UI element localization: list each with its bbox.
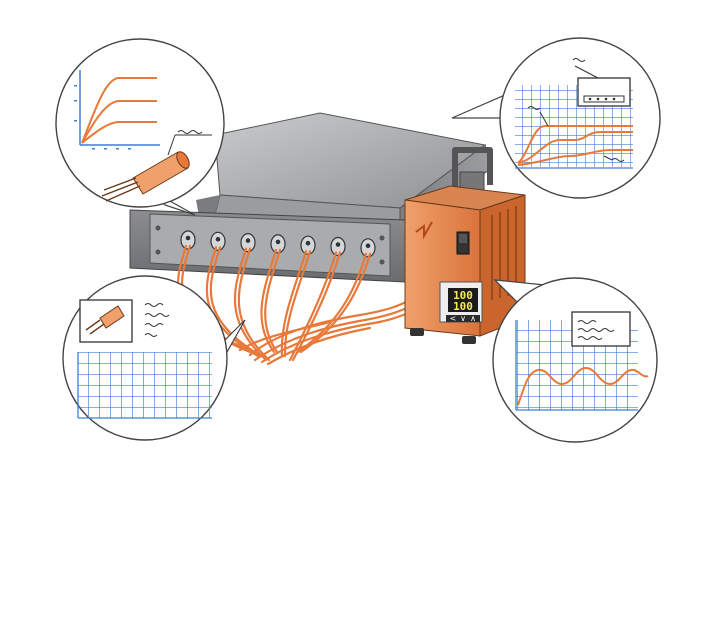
- callout-top-left: [55, 38, 225, 216]
- heating-cable: [237, 247, 271, 362]
- heating-cable: [288, 251, 338, 362]
- display-top-value: 100: [453, 289, 473, 302]
- warmup-chart: [74, 70, 160, 150]
- callout-bottom-right: [492, 277, 658, 443]
- heating-cable: [233, 247, 268, 362]
- callout-bottom-left: [62, 275, 246, 441]
- outlet-screw: [335, 242, 341, 247]
- button-up-glyph[interactable]: ∧: [470, 314, 476, 323]
- callout-top-right: [451, 37, 661, 199]
- heating-cable-sketch: [101, 130, 212, 202]
- heating-cable: [296, 252, 368, 354]
- outlet-screw: [245, 238, 251, 243]
- button-down-glyph[interactable]: ∨: [460, 314, 466, 323]
- heating-cable: [260, 248, 278, 354]
- outlet-screw: [215, 237, 221, 242]
- outlet-screw: [365, 243, 371, 249]
- cable-bundle: [238, 298, 416, 366]
- temperature-controller: 100 100 < ∨ ∧: [404, 147, 526, 344]
- outlet-screw: [185, 235, 191, 241]
- button-left-glyph[interactable]: <: [450, 314, 457, 323]
- heating-cable: [209, 246, 263, 358]
- outlet-screw: [305, 240, 311, 246]
- display-bottom-value: 100: [453, 300, 473, 313]
- heating-cable: [283, 250, 312, 358]
- outlet-screw: [275, 239, 281, 245]
- heating-cable: [205, 246, 260, 358]
